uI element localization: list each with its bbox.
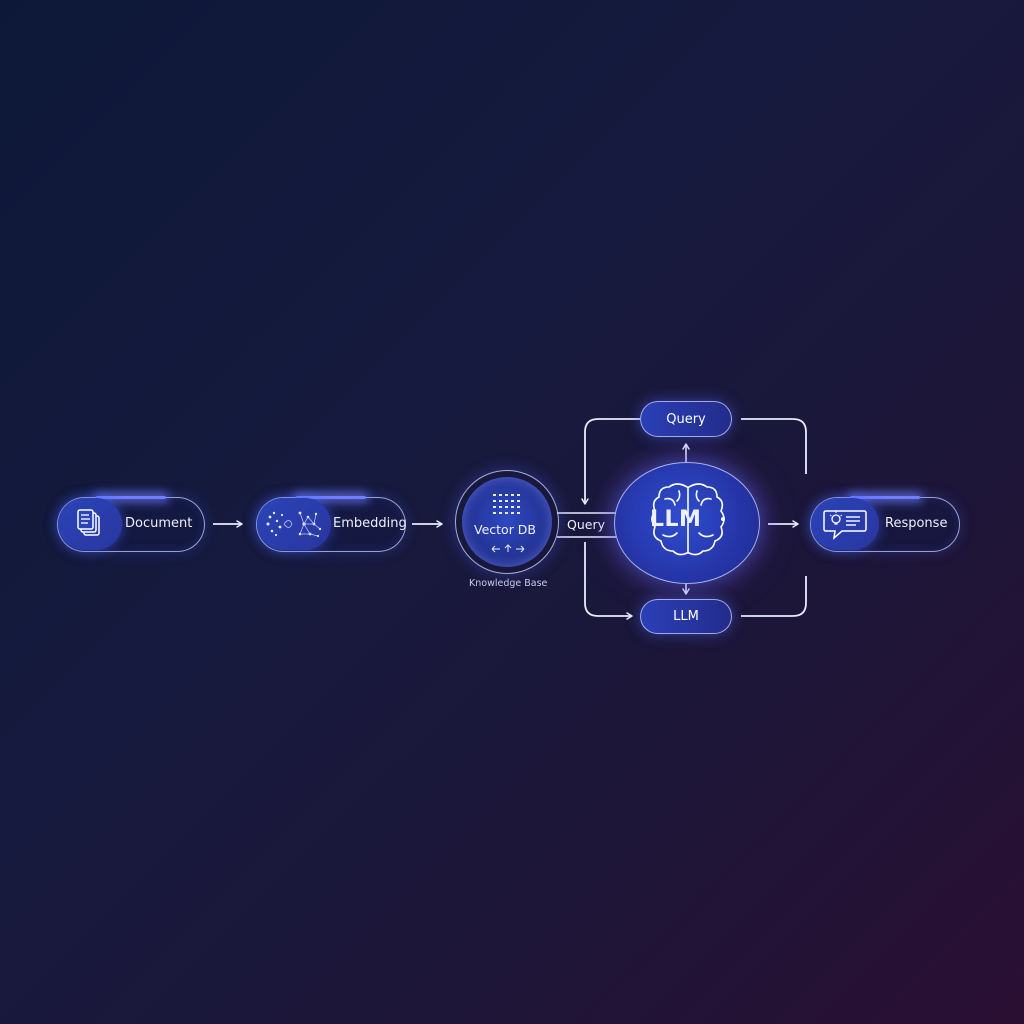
response-node[interactable]: Response xyxy=(810,497,960,552)
knowledge-base-caption: Knowledge Base xyxy=(469,578,548,589)
document-stack-icon xyxy=(77,509,100,536)
embedding-network-icon xyxy=(266,511,322,538)
query-top-label: Query xyxy=(666,411,706,427)
document-node[interactable]: Document xyxy=(57,497,205,552)
embedding-icon-box xyxy=(257,498,331,550)
bidirectional-arrows-icon xyxy=(491,544,525,553)
query-connector-label: Query xyxy=(567,517,605,532)
embedding-node[interactable]: Embedding xyxy=(256,497,407,552)
response-icon-box xyxy=(811,498,879,550)
response-label: Response xyxy=(885,516,948,531)
vector-db-core: Vector DB xyxy=(462,477,552,567)
brain-icon xyxy=(651,483,725,556)
loop-right-top xyxy=(741,418,807,474)
query-top-node[interactable]: Query xyxy=(640,401,732,437)
loop-right-bottom xyxy=(741,576,807,617)
vector-db-label: Vector DB xyxy=(474,522,537,537)
vector-grid-icon xyxy=(493,494,520,514)
document-icon-box xyxy=(58,498,122,550)
llm-core-node[interactable]: LLM xyxy=(614,462,760,584)
vector-db-node[interactable]: Vector DB xyxy=(455,470,559,574)
embedding-label: Embedding xyxy=(333,516,407,531)
document-label: Document xyxy=(125,516,193,531)
llm-bottom-node[interactable]: LLM xyxy=(640,599,732,634)
llm-core-label: LLM xyxy=(650,507,702,532)
llm-bottom-label: LLM xyxy=(673,609,699,624)
chat-bubble-idea-icon xyxy=(823,510,867,540)
